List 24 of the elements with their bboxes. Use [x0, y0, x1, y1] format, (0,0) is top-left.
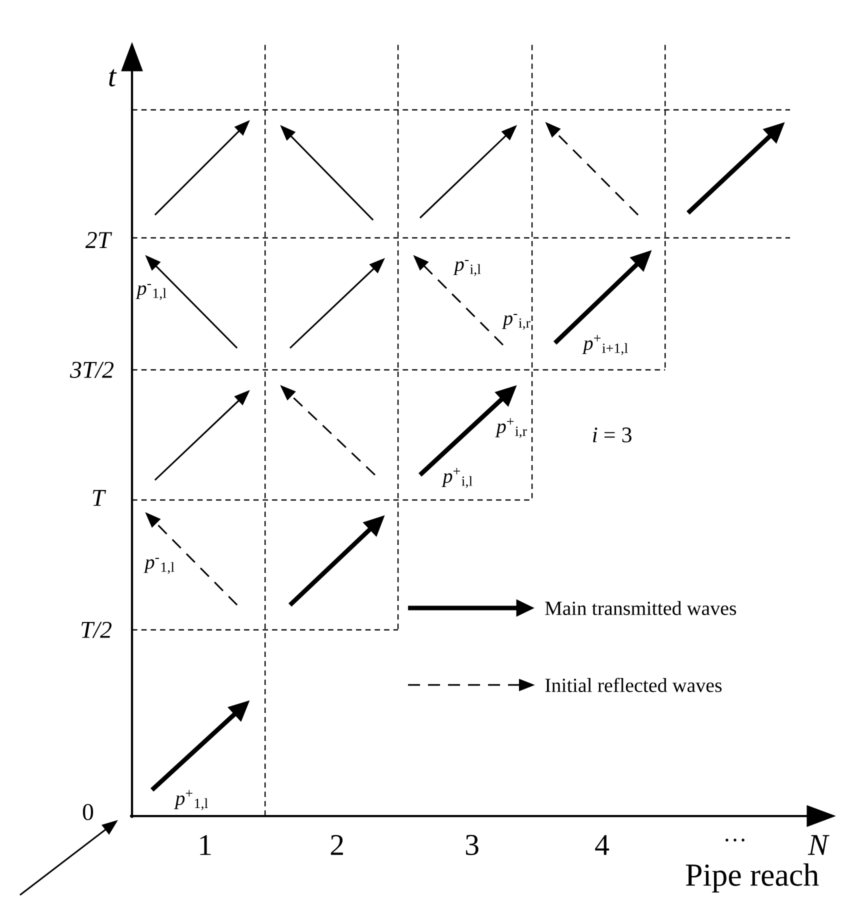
- wave-label: p$^{-}$i,r: [502, 314, 530, 330]
- wave-label: p$^{-}$1,l: [144, 558, 174, 574]
- wave-label: p$^{+}$i,r: [495, 418, 527, 438]
- tick-label: 1: [200, 835, 211, 855]
- tick-label: 0: [82, 804, 94, 820]
- legend-text: Main transmitted waves: [545, 601, 736, 616]
- tick-label: T/2: [82, 622, 112, 638]
- wave-label: p$^{+}$i+1,l: [582, 334, 628, 356]
- axis-title: Pipe reach: [686, 863, 819, 892]
- tick-label: 4: [595, 835, 610, 855]
- tick-label: N: [808, 835, 830, 855]
- tick-label: 2: [330, 835, 343, 855]
- tick-label: 3: [466, 834, 478, 856]
- wave-label: p$^{+}$1,l: [174, 790, 208, 810]
- wave-label: p$^{+}$i,l: [442, 468, 472, 488]
- wave-label: p$^{-}$1,l: [136, 284, 166, 300]
- tick-label: 3T/2: [70, 362, 114, 378]
- tick-label: T: [92, 490, 106, 506]
- legend-text: Initial reflected waves: [545, 678, 722, 692]
- annotation: i = 3: [593, 428, 632, 442]
- wave-label: p$^{-}$i,l: [453, 260, 481, 276]
- tick-label: 2T: [85, 232, 112, 248]
- tick-label: …: [726, 838, 744, 842]
- axis-title: t: [109, 69, 117, 86]
